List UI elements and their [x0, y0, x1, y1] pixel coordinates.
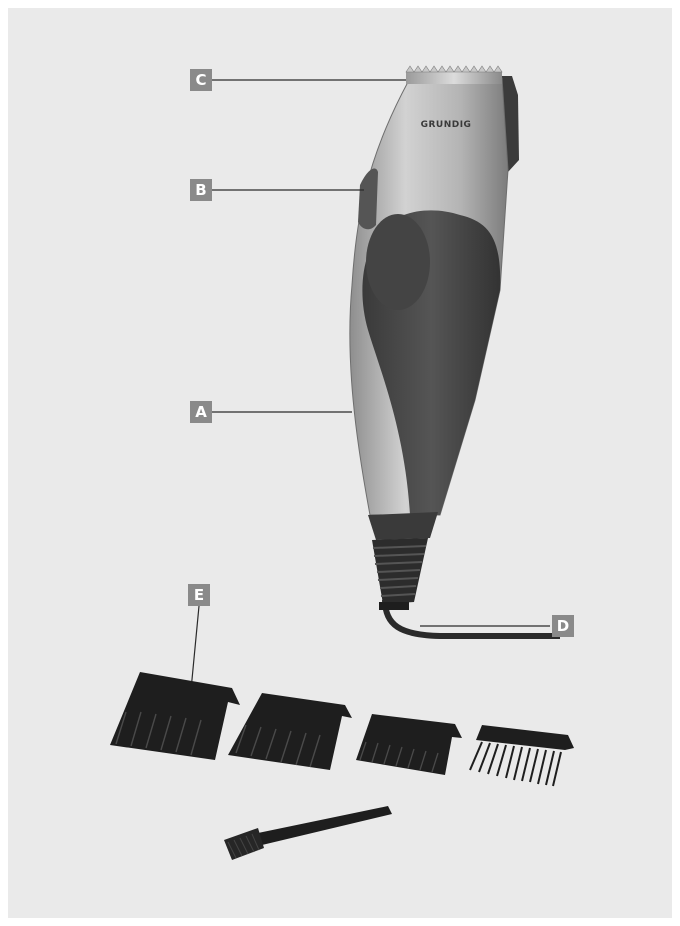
callout-b: B [190, 179, 212, 201]
attachment-comb-2 [228, 693, 352, 770]
strain-relief [372, 538, 428, 604]
power-cord [382, 599, 560, 639]
attachment-comb-1 [110, 672, 240, 760]
callout-c: C [190, 69, 212, 91]
brand-logo: GRUNDIG [421, 120, 472, 130]
callout-d: D [552, 615, 574, 637]
cord-plug-end [379, 602, 409, 610]
diagram-panel [8, 8, 672, 918]
power-switch [358, 168, 378, 230]
cleaning-brush [224, 806, 392, 860]
attachment-comb-3 [356, 714, 462, 775]
leader-line-e [190, 605, 200, 691]
attachment-comb-4 [469, 725, 574, 787]
blade [405, 65, 503, 84]
callout-a: A [190, 401, 212, 423]
callout-e: E [188, 584, 210, 606]
cord-collar [368, 512, 438, 540]
thumb-rest [366, 214, 430, 310]
